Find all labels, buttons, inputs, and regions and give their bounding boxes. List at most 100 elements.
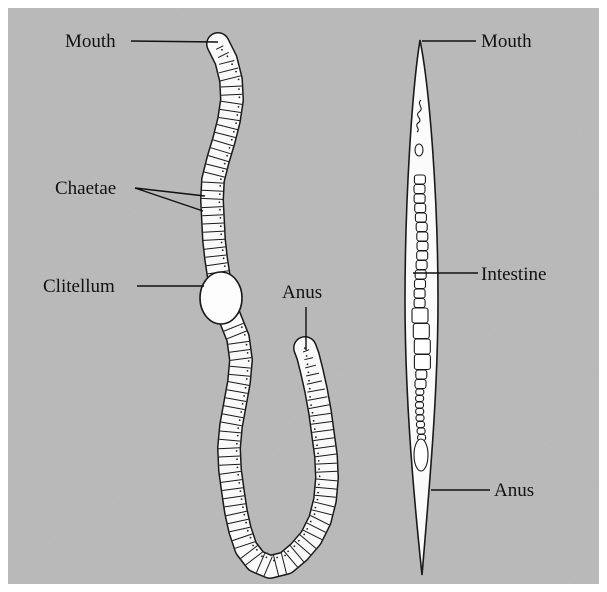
intestine-chamber (414, 299, 425, 308)
chaeta-dot (246, 378, 248, 380)
chaeta-dot (224, 265, 226, 267)
chaeta-dot (250, 537, 252, 539)
chaeta-dot (309, 396, 311, 398)
chaeta-dot (317, 499, 319, 501)
chaeta-dot (310, 404, 312, 406)
chaeta-dot (235, 122, 237, 124)
chaeta-dot (240, 490, 242, 492)
chaeta-dot (241, 498, 243, 500)
chaeta-dot (219, 209, 221, 211)
chaeta-dot (243, 514, 245, 516)
chaeta-dot (252, 545, 254, 547)
chaeta-dot (239, 96, 241, 98)
intestine-chamber (416, 261, 427, 270)
chaeta-dot (242, 506, 244, 508)
chaeta-dot (221, 49, 223, 51)
chaeta-dot (220, 217, 222, 219)
intestine-chamber (415, 270, 426, 279)
chaeta-dot (233, 131, 235, 133)
chaeta-dot (237, 474, 239, 476)
intestine-chamber (416, 223, 427, 232)
intestine-chamber (415, 204, 426, 213)
chaeta-dot (309, 388, 311, 390)
chaeta-dot (317, 492, 319, 494)
intestine-chamber (412, 308, 428, 323)
intestine-chamber (416, 415, 424, 421)
chaeta-dot (220, 233, 222, 235)
intestine-chamber (415, 380, 426, 389)
intestine-chamber (417, 428, 425, 434)
chaeta-dot (298, 540, 300, 542)
intestine-chamber (414, 339, 430, 354)
chaeta-dot (247, 352, 249, 354)
label-clitellum: Clitellum (43, 276, 115, 297)
intestine-chamber (416, 402, 424, 408)
chaeta-dot (236, 443, 238, 445)
intestine-chamber (416, 370, 427, 379)
chaeta-dot (316, 444, 318, 446)
chaeta-dot (276, 557, 278, 559)
chaeta-dot (307, 363, 309, 365)
chaeta-dot (222, 249, 224, 251)
chaeta-dot (261, 555, 263, 557)
intestine-chamber (415, 280, 426, 289)
chaeta-dot (223, 257, 225, 259)
chaeta-dot (317, 453, 319, 455)
chaeta-dot (226, 155, 228, 157)
intestine-chamber (417, 232, 428, 241)
chaeta-dot (227, 55, 229, 57)
chaeta-dot (238, 106, 240, 108)
chaeta-dot (247, 370, 249, 372)
label-chaetae: Chaetae (55, 178, 116, 199)
chaeta-dot (314, 428, 316, 430)
chaeta-dot (245, 387, 247, 389)
intestine-chamber (414, 185, 425, 194)
chaeta-dot (245, 522, 247, 524)
chaeta-dot (315, 507, 317, 509)
intestine-chamber (416, 409, 424, 415)
chaeta-dot (287, 551, 289, 553)
intestine-chamber (416, 396, 424, 402)
chaeta-dot (238, 79, 240, 81)
intestine-chamber (413, 324, 429, 339)
chaeta-dot (313, 420, 315, 422)
intestine-chamber (417, 242, 428, 251)
chaeta-dot (231, 139, 233, 141)
label-mouth-roundworm: Mouth (481, 31, 532, 52)
chaeta-dot (240, 411, 242, 413)
chaeta-dot (241, 326, 243, 328)
intestine-chamber (414, 194, 425, 203)
chaeta-dot (219, 185, 221, 187)
chaeta-dot (318, 484, 320, 486)
chaeta-dot (244, 334, 246, 336)
chaeta-dot (310, 521, 312, 523)
chaeta-dot (247, 530, 249, 532)
intestine-chamber (414, 355, 430, 370)
label-mouth-earthworm: Mouth (65, 31, 116, 52)
chaeta-dot (266, 556, 268, 558)
chaeta-dot (308, 372, 310, 374)
chaeta-dot (238, 482, 240, 484)
chaeta-dot (246, 344, 248, 346)
chaeta-dot (318, 468, 320, 470)
chaeta-dot (220, 225, 222, 227)
intestine-chamber (417, 422, 425, 428)
chaeta-dot (236, 114, 238, 116)
chaeta-dot (314, 513, 316, 515)
chaeta-dot (242, 403, 244, 405)
chaeta-dot (229, 147, 231, 149)
chaeta-dot (222, 170, 224, 172)
label-anus-roundworm: Anus (494, 480, 534, 501)
intestine-chamber (416, 389, 424, 395)
chaeta-dot (219, 193, 221, 195)
chaeta-dot (219, 201, 221, 203)
chaeta-dot (236, 450, 238, 452)
chaeta-dot (248, 360, 250, 362)
label-anus-earthworm: Anus (282, 282, 322, 303)
chaeta-dot (238, 88, 240, 90)
chaeta-dot (308, 380, 310, 382)
chaeta-dot (306, 528, 308, 530)
pharynx-bulb (415, 144, 423, 156)
chaeta-dot (256, 549, 258, 551)
chaeta-dot (221, 242, 223, 244)
